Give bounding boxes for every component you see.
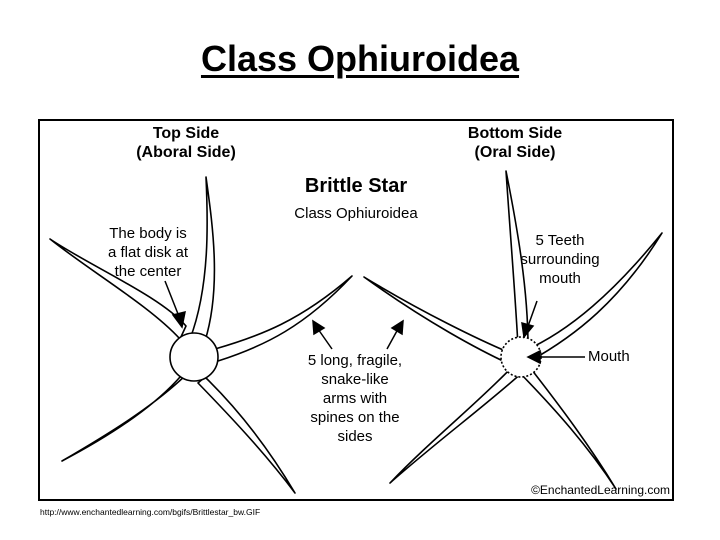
- source-url: http://www.enchantedlearning.com/bgifs/B…: [40, 507, 261, 517]
- body-disk-label: The body is a flat disk at the center: [88, 224, 208, 281]
- slide-title: Class Ophiuroidea: [200, 38, 520, 79]
- bottom-side-heading-line1: Bottom Side: [467, 125, 563, 142]
- arrow-to-right-arm: [390, 319, 404, 336]
- arms-label-line: spines on the: [310, 409, 400, 426]
- arrow-to-left-arm: [312, 319, 326, 336]
- right-star-arm-up: [505, 170, 529, 347]
- bottom-side-heading: Bottom Side (Oral Side): [440, 124, 590, 162]
- top-side-heading-line2: (Aboral Side): [136, 144, 236, 161]
- brittle-star-drawing: [49, 170, 663, 494]
- left-star-arm-left: [49, 238, 187, 340]
- brittle-star-title: Brittle Star: [304, 175, 408, 197]
- left-star-arm-lower-left: [61, 370, 191, 462]
- left-star-arm-right: [214, 275, 353, 362]
- teeth-label-line: mouth: [539, 270, 581, 287]
- arrow-to-mouth: [526, 349, 541, 365]
- arms-label-line: 5 long, fragile,: [307, 352, 403, 369]
- teeth-label-line: 5 Teeth: [535, 232, 585, 249]
- brittle-star-subtitle: Class Ophiuroidea: [294, 205, 418, 222]
- arms-label-line: sides: [337, 428, 373, 445]
- top-side-heading: Top Side (Aboral Side): [106, 124, 266, 162]
- brittle-star-diagram: Top Side (Aboral Side) The body is a fla…: [38, 119, 674, 501]
- mouth-label: Mouth: [588, 348, 630, 365]
- arrow-to-central-disk: [171, 310, 186, 329]
- arms-label-line: arms with: [322, 390, 388, 407]
- top-side-heading-line1: Top Side: [152, 125, 220, 142]
- teeth-label-line: surrounding: [520, 251, 600, 268]
- arms-label: 5 long, fragile, snake-like arms with sp…: [290, 351, 420, 446]
- left-star-central-disk: [169, 332, 219, 382]
- teeth-label: 5 Teeth surrounding mouth: [505, 231, 615, 288]
- copyright-notice: ©EnchantedLearning.com: [531, 483, 670, 497]
- right-star-arm-lower-right: [517, 364, 617, 490]
- body-disk-label-line: The body is: [109, 225, 187, 242]
- body-disk-label-line: the center: [114, 263, 182, 280]
- right-star-arm-left: [363, 276, 521, 368]
- arms-label-line: snake-like: [321, 371, 389, 388]
- bottom-side-heading-line2: (Oral Side): [474, 144, 556, 161]
- arrow-to-teeth: [521, 321, 535, 339]
- left-star-arm-up: [189, 176, 216, 342]
- left-star-arm-lower-right: [197, 376, 296, 494]
- body-disk-label-line: a flat disk at: [107, 244, 189, 261]
- right-star-arm-lower-left: [389, 364, 525, 484]
